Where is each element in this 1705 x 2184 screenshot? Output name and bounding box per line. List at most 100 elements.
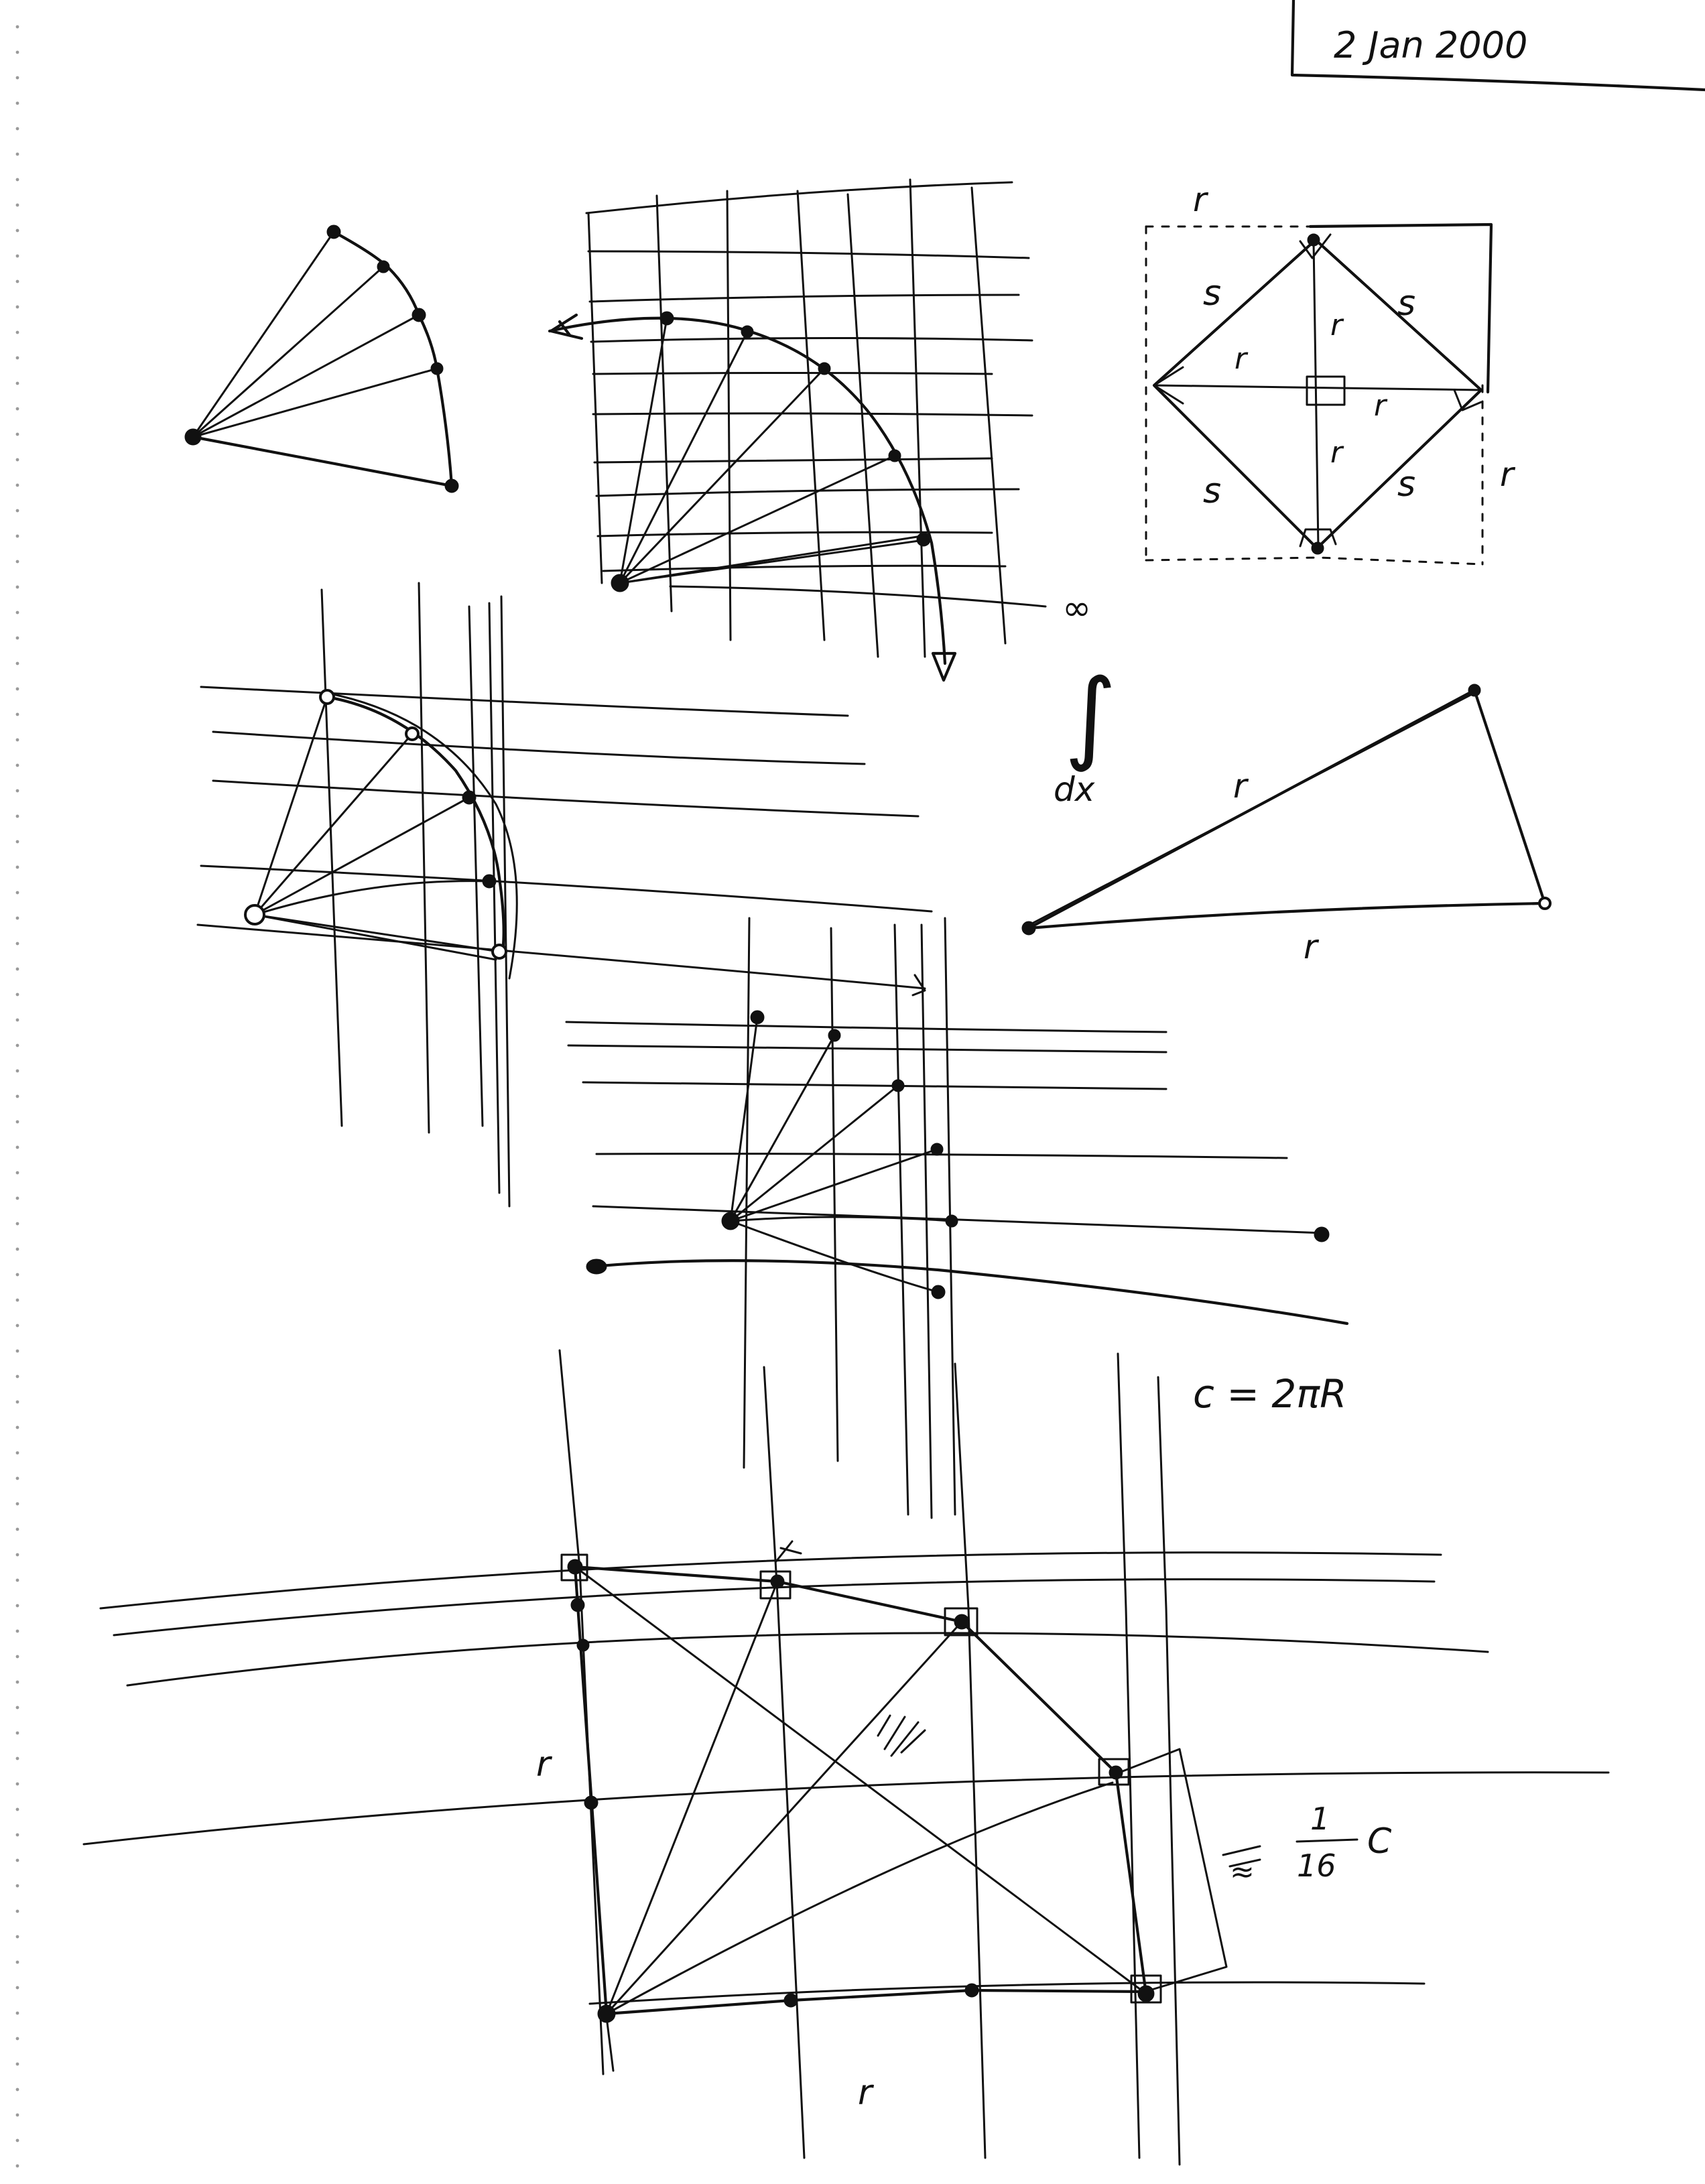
- label-s-top-right: s: [1397, 283, 1415, 324]
- triangle-sketch: r r: [1021, 684, 1552, 966]
- margin-dot: [15, 1731, 19, 1735]
- margin-dot: [15, 330, 19, 334]
- margin-dot: [15, 1578, 19, 1582]
- margin-dot: [15, 1298, 19, 1302]
- margin-dot: [15, 916, 19, 920]
- margin-dot: [15, 178, 19, 182]
- label-r-right: r: [1374, 389, 1388, 423]
- circumference-formula: c = 2πR: [1193, 1371, 1346, 1417]
- margin-dot: [15, 1247, 19, 1251]
- margin-dot: [15, 305, 19, 309]
- margin-dot: [15, 1018, 19, 1022]
- margin-dot: [15, 1196, 19, 1200]
- margin-dot: [15, 2037, 19, 2041]
- margin-dot: [15, 738, 19, 742]
- margin-perforations: [15, 25, 19, 2168]
- label-square-top-r: r: [1193, 180, 1209, 219]
- square-diamond-sketch: r r s s s s r r r r: [1145, 180, 1516, 566]
- left-grid-arc-sketch: [196, 582, 933, 1208]
- margin-dot: [15, 942, 19, 946]
- margin-dot: [15, 1756, 19, 1760]
- margin-dot: [15, 1706, 19, 1710]
- label-r-up: r: [1330, 308, 1344, 342]
- margin-dot: [15, 2062, 19, 2066]
- margin-dot: [15, 967, 19, 971]
- margin-dot: [15, 1807, 19, 1811]
- label-triangle-base: r: [1304, 927, 1320, 966]
- margin-dot: [15, 2138, 19, 2142]
- margin-dot: [15, 992, 19, 997]
- margin-dot: [15, 1986, 19, 1990]
- margin-dot: [15, 712, 19, 716]
- margin-dot: [15, 483, 19, 487]
- margin-dot: [15, 509, 19, 513]
- margin-dot: [15, 2087, 19, 2092]
- margin-dot: [15, 1476, 19, 1480]
- label-big-left-r: r: [536, 1744, 553, 1785]
- margin-dot: [15, 356, 19, 360]
- margin-dot: [15, 1145, 19, 1149]
- label-fraction-suffix: C: [1367, 1821, 1392, 1862]
- margin-dot: [15, 2011, 19, 2015]
- margin-dot: [15, 279, 19, 283]
- label-approx: ≈: [1230, 1855, 1255, 1889]
- margin-dot: [15, 1094, 19, 1098]
- small-fan-sketch: [184, 224, 459, 493]
- margin-dot: [15, 2113, 19, 2117]
- integral-doodle: ∞ ∫ dx: [1054, 588, 1117, 809]
- margin-dot: [15, 1909, 19, 1913]
- margin-dot: [15, 763, 19, 767]
- margin-dot: [15, 611, 19, 615]
- margin-dot: [15, 636, 19, 640]
- integral-upper: ∞: [1062, 588, 1091, 629]
- margin-dot: [15, 203, 19, 207]
- margin-dot: [15, 458, 19, 462]
- margin-dot: [15, 687, 19, 691]
- margin-dot: [15, 2164, 19, 2168]
- margin-dot: [15, 1502, 19, 1506]
- margin-dot: [15, 1884, 19, 1888]
- margin-dot: [15, 50, 19, 54]
- margin-dot: [15, 25, 19, 29]
- margin-dot: [15, 1629, 19, 1633]
- middle-grid-fan-sketch: [565, 917, 1349, 1519]
- date-label: 2 Jan 2000: [1334, 24, 1527, 66]
- margin-dot: [15, 1833, 19, 1837]
- margin-dot: [15, 1324, 19, 1328]
- label-big-bottom-r: r: [858, 2073, 875, 2113]
- margin-dot: [15, 865, 19, 869]
- margin-dot: [15, 381, 19, 385]
- label-triangle-hyp: r: [1233, 767, 1249, 806]
- margin-dot: [15, 789, 19, 793]
- date-box: 2 Jan 2000: [1290, 0, 1705, 92]
- margin-dot: [15, 1858, 19, 1862]
- label-r-down: r: [1330, 436, 1344, 470]
- integral-sign: ∫: [1064, 658, 1117, 775]
- margin-dot: [15, 127, 19, 131]
- margin-dot: [15, 814, 19, 818]
- margin-dot: [15, 891, 19, 895]
- margin-dot: [15, 1349, 19, 1353]
- margin-dot: [15, 229, 19, 233]
- margin-dot: [15, 1273, 19, 1277]
- margin-dot: [15, 101, 19, 105]
- margin-dot: [15, 1527, 19, 1531]
- margin-dot: [15, 661, 19, 665]
- margin-dot: [15, 1222, 19, 1226]
- margin-dot: [15, 76, 19, 80]
- label-r-left: r: [1235, 342, 1249, 376]
- margin-dot: [15, 407, 19, 411]
- margin-dot: [15, 1604, 19, 1608]
- label-s-bottom-right: s: [1397, 464, 1415, 505]
- margin-dot: [15, 152, 19, 156]
- big-grid-sketch: r r ≈ 1 16 C: [82, 1349, 1610, 2166]
- label-fraction-num: 1: [1310, 1801, 1330, 1837]
- margin-dot: [15, 585, 19, 589]
- margin-dot: [15, 1069, 19, 1073]
- label-s-bottom-left: s: [1203, 471, 1221, 511]
- margin-dot: [15, 1680, 19, 1684]
- margin-dot: [15, 1171, 19, 1175]
- margin-dot: [15, 1400, 19, 1404]
- margin-dot: [15, 1553, 19, 1557]
